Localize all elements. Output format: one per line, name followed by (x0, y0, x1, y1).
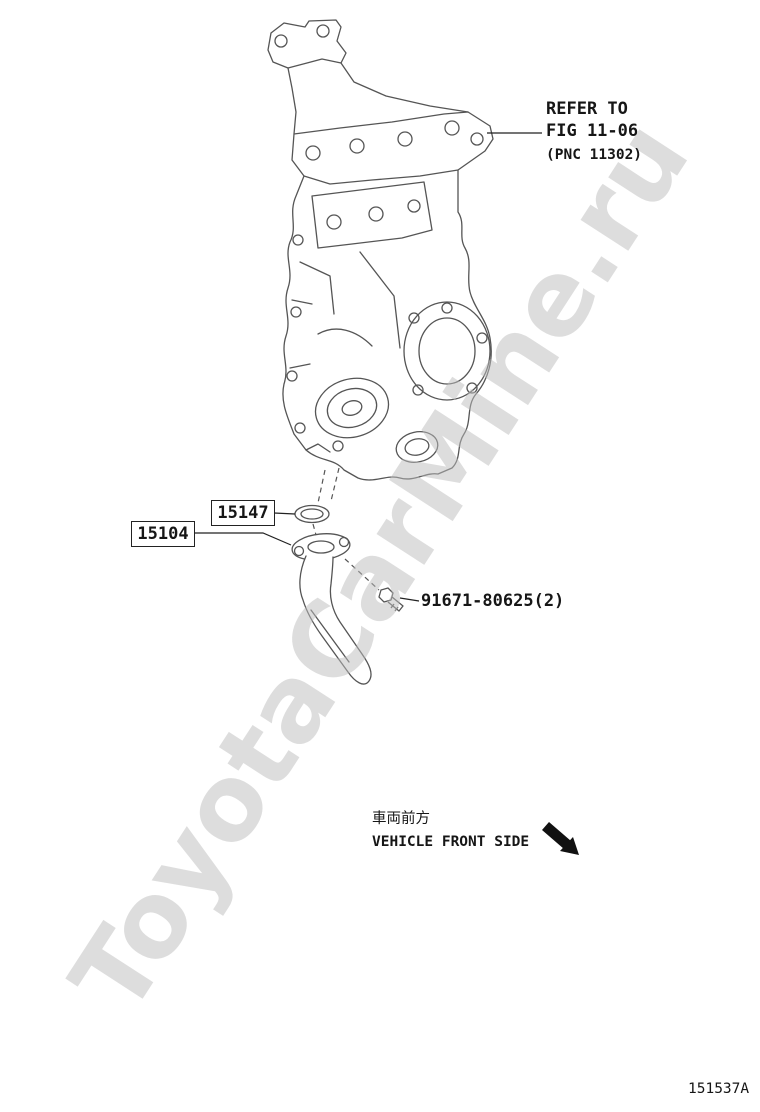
oil-strainer-illustration (291, 533, 372, 685)
leader-lines (194, 132, 542, 602)
front-side-arrow-icon (542, 822, 579, 855)
refer-note-line1: REFER TO (546, 99, 628, 119)
assembly-dashed-lines (312, 467, 380, 591)
figure-code: 151537A (688, 1081, 750, 1097)
refer-note-line2: FIG 11-06 (546, 121, 639, 141)
orientation-label-en: VEHICLE FRONT SIDE (372, 834, 530, 850)
refer-note-line3: (PNC 11302) (546, 147, 643, 163)
part-label-15104: 15104 (131, 521, 195, 547)
part-label-91671-80625: 91671-80625(2) (421, 591, 565, 611)
part-label-15147: 15147 (211, 500, 275, 526)
bolt-illustration (378, 587, 404, 612)
engine-cover-illustration (267, 19, 494, 481)
gasket-illustration (294, 504, 330, 524)
orientation-label-jp: 車両前方 (372, 811, 430, 827)
